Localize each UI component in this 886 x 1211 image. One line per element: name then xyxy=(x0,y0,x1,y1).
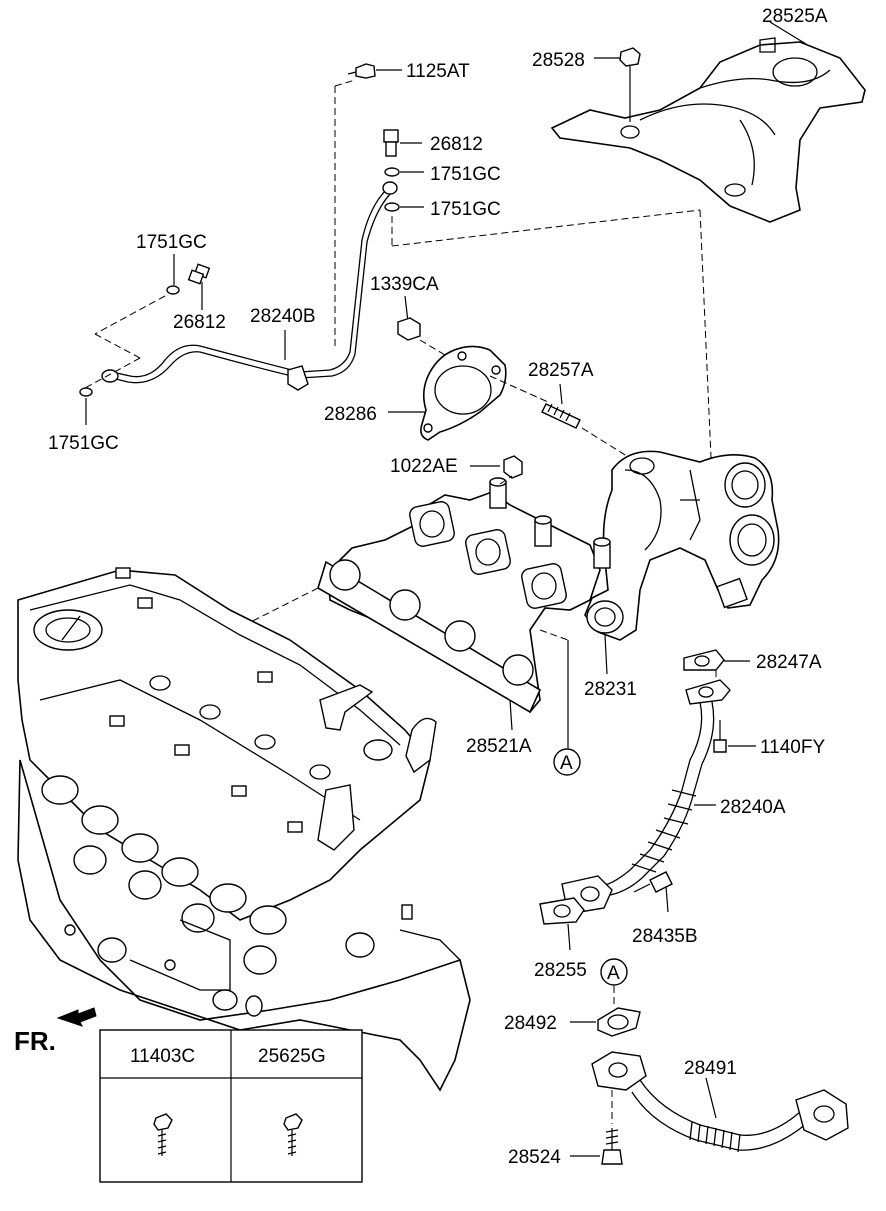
gasket-28492[interactable] xyxy=(597,1007,641,1037)
label-1751GC-c: 1751GC xyxy=(136,232,207,253)
table-header-25625G: 25625G xyxy=(258,1046,326,1067)
label-28521A: 28521A xyxy=(466,736,532,757)
washer-1751GC-d[interactable] xyxy=(79,387,93,397)
label-28286: 28286 xyxy=(324,404,377,425)
bolt-28528[interactable] xyxy=(619,47,641,122)
label-28491: 28491 xyxy=(684,1058,737,1079)
banjo-bolt-26812-left[interactable] xyxy=(187,263,211,285)
engine-block xyxy=(17,759,471,1092)
washer-1751GC-b[interactable] xyxy=(384,202,400,212)
label-26812-left: 26812 xyxy=(173,312,226,333)
nut-1022AE[interactable] xyxy=(503,455,523,479)
label-1751GC-a: 1751GC xyxy=(430,164,501,185)
label-28435B: 28435B xyxy=(632,926,698,947)
label-28240B: 28240B xyxy=(250,306,316,327)
bolt-28524[interactable] xyxy=(601,1128,623,1165)
leader-28525A xyxy=(769,21,807,45)
front-label: FR. xyxy=(14,1026,56,1056)
label-1751GC-b: 1751GC xyxy=(430,199,501,220)
stud-28257A[interactable] xyxy=(541,403,581,429)
engine-cylinder-head xyxy=(17,567,437,921)
oil-feed-pipe-28240B[interactable] xyxy=(101,181,398,391)
gasket-28255[interactable] xyxy=(539,897,585,925)
marker-A-2-label: A xyxy=(607,963,620,984)
label-28240A: 28240A xyxy=(720,797,786,818)
label-28528: 28528 xyxy=(532,50,585,71)
label-1125AT: 1125AT xyxy=(406,61,470,82)
label-28524: 28524 xyxy=(508,1147,561,1168)
nut-1339CA[interactable] xyxy=(397,317,421,341)
bolt-28435B[interactable] xyxy=(633,871,673,893)
label-28257A: 28257A xyxy=(528,360,594,381)
bolt-reference-table xyxy=(99,1029,363,1183)
marker-A-1 xyxy=(553,748,581,776)
bolt-11403C-icon xyxy=(153,1113,173,1156)
gasket-28247A[interactable] xyxy=(683,649,725,671)
label-1339CA: 1339CA xyxy=(370,274,439,295)
marker-A-2 xyxy=(600,958,628,986)
label-28231: 28231 xyxy=(584,679,637,700)
oil-return-pipe-28240A[interactable] xyxy=(561,679,731,915)
label-1140FY: 1140FY xyxy=(760,737,825,758)
banjo-bolt-26812-top[interactable] xyxy=(383,129,399,157)
label-26812-top: 26812 xyxy=(430,134,483,155)
heat-shield-28525A[interactable] xyxy=(550,37,866,223)
exhaust-manifold-28521A[interactable] xyxy=(317,475,611,714)
label-1751GC-d: 1751GC xyxy=(48,433,119,454)
label-28255: 28255 xyxy=(534,960,587,981)
label-28525A: 28525A xyxy=(762,6,828,27)
label-28247A: 28247A xyxy=(756,652,822,673)
egr-pipe-28491[interactable] xyxy=(591,1051,849,1153)
table-header-11403C: 11403C xyxy=(130,1046,195,1067)
washer-1751GC-a[interactable] xyxy=(384,167,400,177)
bolt-25625G-icon xyxy=(283,1113,303,1156)
marker-A-1-label: A xyxy=(560,753,573,774)
turbocharger-28231[interactable] xyxy=(584,450,780,641)
label-28492: 28492 xyxy=(504,1013,557,1034)
washer-1751GC-c[interactable] xyxy=(166,285,180,295)
label-1022AE: 1022AE xyxy=(390,456,458,477)
front-direction-arrow xyxy=(56,1007,97,1027)
bolt-1140FY[interactable] xyxy=(713,720,727,753)
bolt-1125AT[interactable] xyxy=(347,63,376,79)
gasket-28286[interactable] xyxy=(420,345,507,441)
